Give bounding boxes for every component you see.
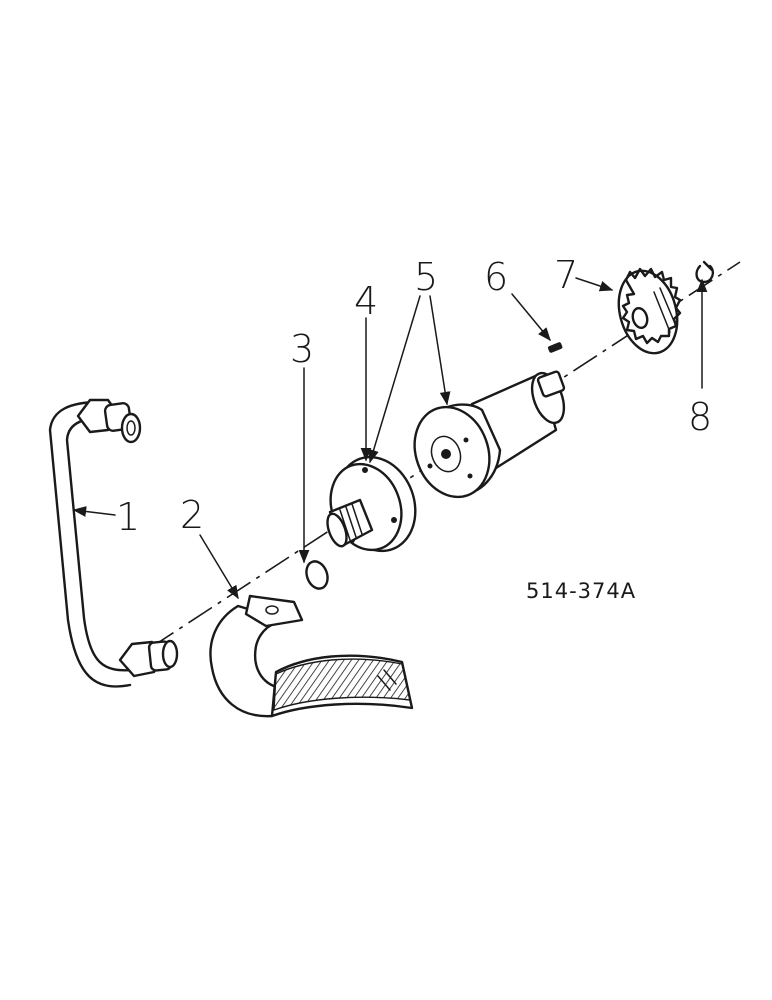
callout-4: 4 (354, 279, 378, 323)
leader-2 (199, 534, 239, 600)
part-3-o-ring (305, 560, 329, 590)
part-1-pipe (48, 398, 179, 688)
callout-6: 6 (484, 255, 508, 299)
part-8-snap-ring (695, 260, 715, 284)
part-5-pump-body (413, 370, 566, 499)
leader-7 (575, 277, 614, 292)
leader-1 (72, 506, 116, 517)
part-2-hose (209, 594, 414, 718)
callout-2: 2 (180, 493, 204, 537)
callout-3: 3 (290, 327, 314, 371)
callout-7: 7 (554, 253, 578, 297)
part-6-key (547, 342, 563, 353)
part-7-gear (617, 267, 682, 355)
leader-5a (368, 295, 421, 464)
callout-8: 8 (688, 395, 712, 439)
part-4-flange (326, 455, 417, 553)
callout-5: 5 (414, 255, 438, 299)
callout-1: 1 (116, 495, 140, 539)
leader-5b (429, 295, 451, 406)
figure-id: 514-374A (526, 579, 636, 603)
leader-6 (511, 293, 551, 342)
